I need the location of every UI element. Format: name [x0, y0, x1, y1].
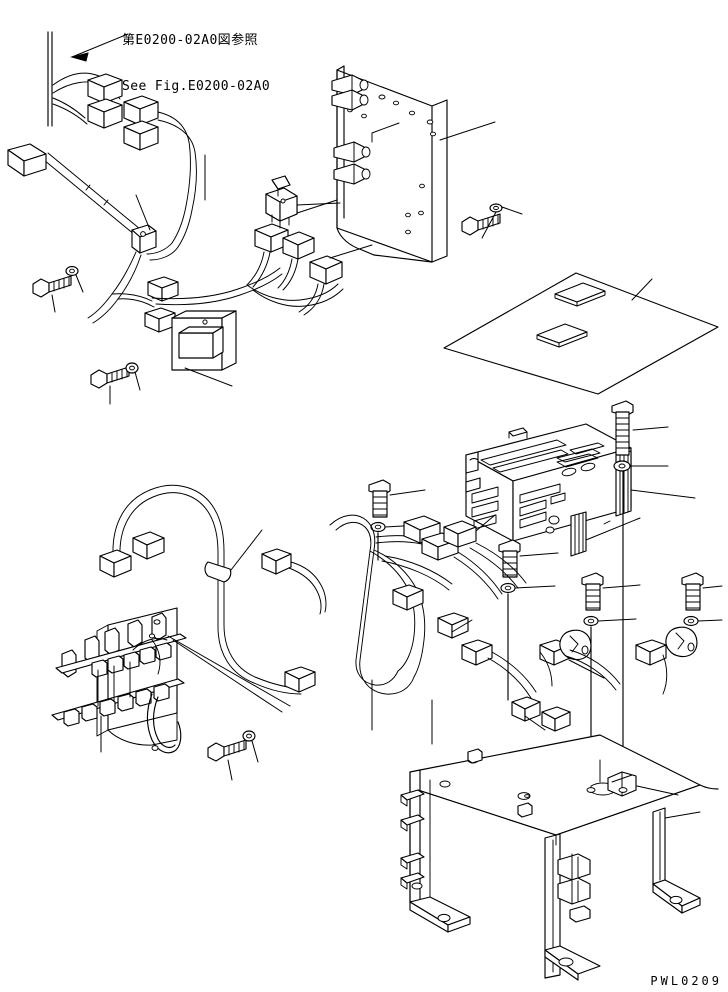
base-mounting-stand: [400, 734, 719, 981]
fuse-blocks-upper: [91, 642, 172, 678]
upper-harness-routing: [7, 111, 344, 333]
cable-clamps: [331, 74, 371, 185]
fastener-left-upper: [32, 265, 84, 313]
fastener-terminal-block: [207, 730, 259, 781]
relay-upper: [265, 175, 341, 229]
figure-code: PWL0209: [650, 974, 722, 988]
relay-lower-right: [665, 626, 698, 658]
leader-lines: [135, 154, 679, 796]
terminal-block-assembly: [51, 607, 291, 754]
reference-note-en: See Fig.E0200-02A0: [122, 78, 271, 94]
reference-note-jp: 第E0200-02A0図参照: [122, 32, 258, 48]
fastener-controller-long-bolt: [611, 400, 669, 472]
fastener-left-lower: [90, 362, 141, 405]
reference-note: 第E0200-02A0図参照 See Fig.E0200-02A0: [122, 2, 270, 125]
fastener-group-lower: [368, 471, 723, 791]
cover-plate: [443, 272, 719, 395]
connector-cubes-upper-left: [87, 73, 159, 151]
lower-wiring-harness: [99, 484, 698, 732]
controller-unit: [465, 423, 696, 557]
relay-module-left: [171, 310, 237, 371]
upper-mounting-panel: [287, 65, 496, 263]
hex-bolt: [461, 213, 501, 236]
fastener-panel-bolt: [461, 203, 523, 239]
fuse-blocks-lower: [63, 683, 170, 727]
relay-lower-left: [559, 629, 592, 661]
